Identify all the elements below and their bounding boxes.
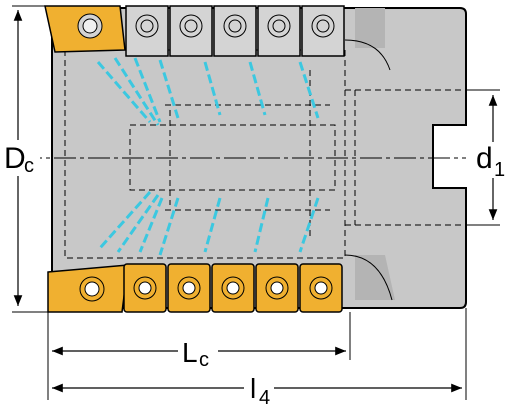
insert-top-5 bbox=[257, 5, 301, 57]
insert-top-3 bbox=[169, 5, 213, 57]
insert-top-2 bbox=[125, 5, 169, 57]
lc-label: L bbox=[182, 337, 198, 368]
dimension-l4: l 4 bbox=[52, 308, 467, 409]
dimension-dc: D c bbox=[2, 5, 52, 313]
dc-label-sub: c bbox=[24, 155, 34, 177]
bottom-inserts bbox=[47, 263, 343, 313]
insert-top-4 bbox=[213, 5, 257, 57]
cutter-body bbox=[20, 7, 467, 309]
lc-label-sub: c bbox=[199, 349, 209, 371]
l4-label-sub: 4 bbox=[259, 387, 270, 409]
dc-label: D bbox=[4, 142, 26, 175]
insert-top-6 bbox=[301, 5, 345, 57]
d1-label: d bbox=[476, 142, 493, 175]
d1-label-sub: 1 bbox=[494, 159, 505, 181]
l4-label: l bbox=[250, 373, 256, 404]
coolant-channels bbox=[96, 57, 320, 256]
dimension-d1: d 1 bbox=[466, 89, 510, 226]
dimension-lc: L c bbox=[47, 312, 351, 400]
top-inserts bbox=[44, 5, 345, 57]
